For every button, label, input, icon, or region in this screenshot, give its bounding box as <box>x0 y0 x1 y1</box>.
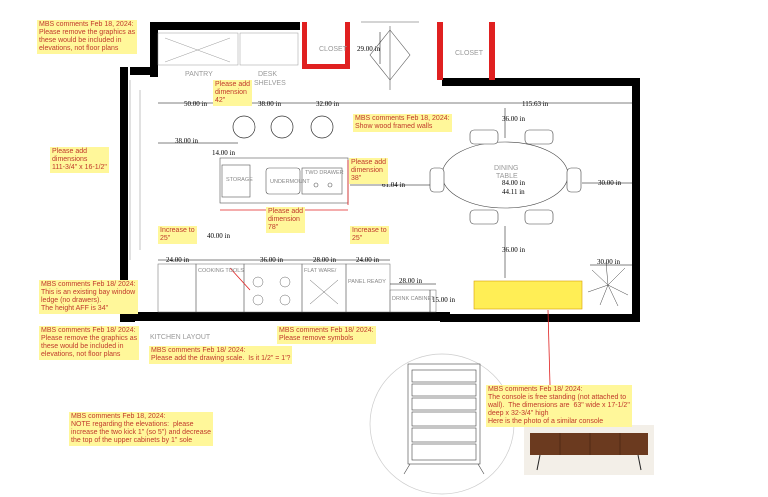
pantry-graphic <box>157 32 299 66</box>
closet-center-label: CLOSET <box>319 46 348 53</box>
storage-drawer-label: STORAGE <box>226 177 253 183</box>
desk-shelves-label-2: SHELVES <box>254 80 286 87</box>
dining-table <box>429 129 582 225</box>
bar-stools <box>232 115 334 139</box>
console-photo <box>524 425 654 475</box>
dim-38a: 38.00 in <box>258 100 281 108</box>
sink-label: UNDERMOUNT <box>270 179 310 185</box>
dim-84: 84.00 in <box>502 179 525 187</box>
dim-24a: 24.00 in <box>166 256 189 264</box>
dim-28a: 28.00 in <box>313 256 336 264</box>
pantry-label: PANTRY <box>185 71 213 78</box>
drink-cabinet-label: DRINK CABINET <box>392 296 435 302</box>
comment-note-10: MBS comments Feb 18/ 2024: Please remove… <box>39 326 140 360</box>
lower-cabinets <box>157 263 437 313</box>
dining-table-label: DINING <box>494 165 519 172</box>
kitchen-layout-label: KITCHEN LAYOUT <box>150 334 211 341</box>
dim-30a: 30.00 in <box>598 179 621 187</box>
dresser-sketch <box>369 353 515 495</box>
walls <box>120 22 640 322</box>
plant-icon <box>587 261 629 307</box>
comment-note-11: MBS comments Feb 18/ 2024: Please remove… <box>277 326 376 344</box>
comment-note-6: Please add dimension 78" <box>266 207 306 233</box>
comment-note-13: MBS comments Feb 18/ 2024: The console i… <box>486 385 632 427</box>
comment-note-12: MBS comments Feb 18/ 2024: Please add th… <box>149 346 293 364</box>
dim-40: 40.00 in <box>207 232 230 240</box>
comment-note-2: Please add dimension 42" <box>213 80 253 106</box>
panel-ready-label: PANEL READY <box>348 279 386 285</box>
comment-note-5: Please add dimension 38" <box>349 158 389 184</box>
bay-window <box>129 80 141 260</box>
cooking-tools-label: COOKING TOOLS <box>198 268 244 274</box>
comment-note-4: Please add dimensions 111-3/4" x 16-1/2" <box>50 147 109 173</box>
dishwasher-label: TWO DRAWER <box>305 170 344 176</box>
desk-shelves-label: DESK <box>258 71 277 78</box>
dim-61: 61.04 in <box>382 181 405 189</box>
console-table <box>473 280 583 310</box>
comment-note-7: Increase to 25" <box>158 226 197 244</box>
dim-28b: 28.00 in <box>399 277 422 285</box>
dim-30b: 30.00 in <box>597 258 620 266</box>
dim-24b: 24.00 in <box>356 256 379 264</box>
flat-ware-label: FLAT WARE/ <box>304 268 337 274</box>
dim-38b: 38.00 in <box>175 137 198 145</box>
comment-note-8: Increase to 25" <box>350 226 389 244</box>
dim-14: 14.00 in <box>212 149 235 157</box>
dim-15: 15.00 in <box>432 296 455 304</box>
comment-note-9: MBS comments Feb 18/ 2024: This is an ex… <box>39 280 138 314</box>
dimension-lines <box>158 32 632 312</box>
dim-32: 32.00 in <box>316 100 339 108</box>
dim-36b: 36.00 in <box>502 246 525 254</box>
comment-note-3: MBS comments Feb 18, 2024: Show wood fra… <box>353 114 452 132</box>
doors <box>361 21 419 90</box>
dim-29: 29.00 in <box>357 45 380 53</box>
dim-115: 115.63 in <box>522 100 549 108</box>
closet-walls <box>302 22 495 80</box>
dim-36a: 36.00 in <box>502 115 525 123</box>
closet-right-label: CLOSET <box>455 50 484 57</box>
dining-table-label-2: TABLE <box>496 173 518 180</box>
dim-44: 44.11 in <box>502 188 525 196</box>
dim-36c: 36.00 in <box>260 256 283 264</box>
comment-note-1: MBS comments Feb 18, 2024: Please remove… <box>37 20 138 54</box>
dim-50: 50.00 in <box>184 100 207 108</box>
comment-note-14: MBS comments Feb 18, 2024: NOTE regardin… <box>69 412 213 446</box>
